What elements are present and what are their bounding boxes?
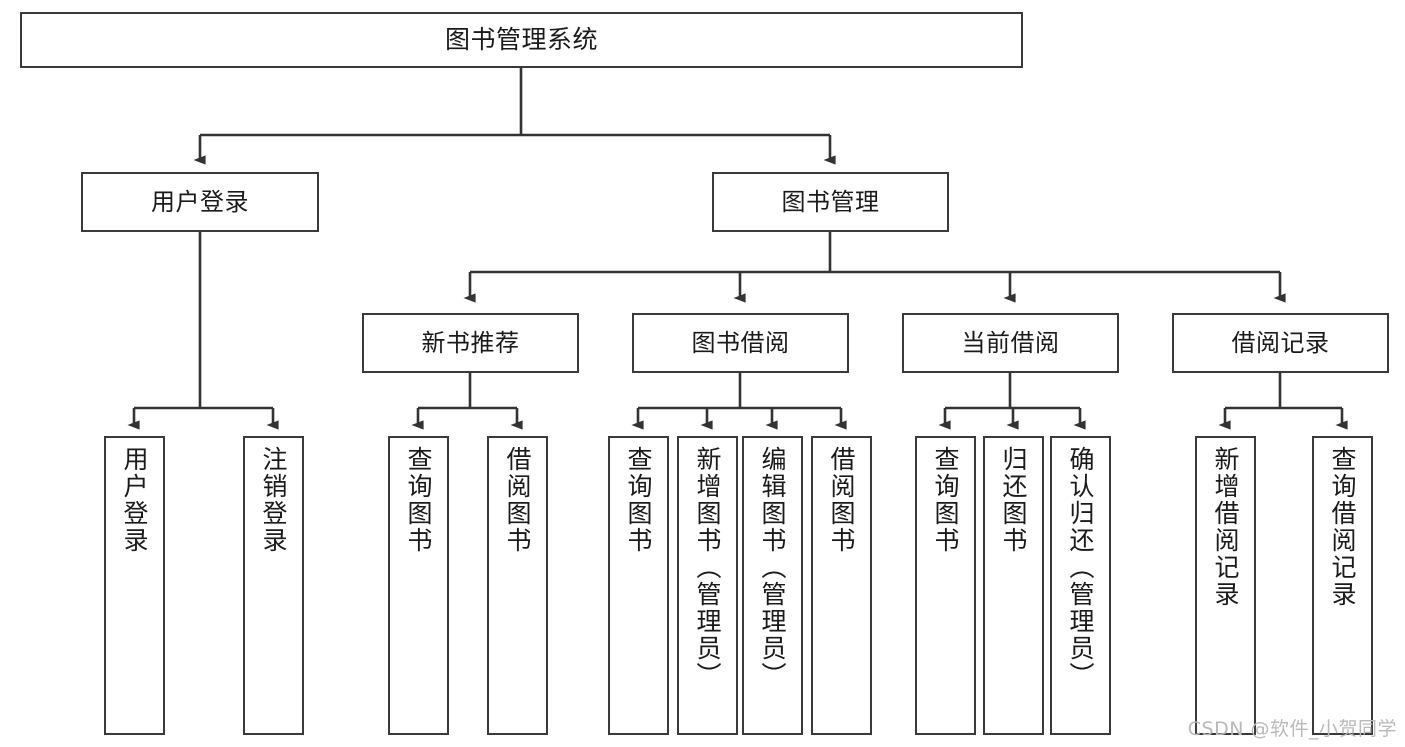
node-label: 借阅图书 <box>827 446 856 554</box>
node-label: 新书推荐 <box>421 328 520 357</box>
node-label: 当前借阅 <box>961 328 1060 357</box>
node-current-borrow[interactable]: 当前借阅 <box>902 313 1119 373</box>
node-label: 查询图书 <box>624 446 653 554</box>
leaf-record-add-record[interactable]: 新增借阅记录 <box>1195 436 1256 735</box>
node-label: 查询图书 <box>404 446 433 554</box>
node-label: 图书借阅 <box>691 328 790 357</box>
node-label: 注销登录 <box>259 446 288 554</box>
node-label: 图书管理 <box>781 187 880 216</box>
node-label: 用户登录 <box>120 446 149 554</box>
leaf-borrow-query-book[interactable]: 查询图书 <box>608 436 669 735</box>
leaf-borrow-add-book-admin[interactable]: 新增图书（管理员） <box>677 436 738 735</box>
leaf-current-return-book[interactable]: 归还图书 <box>983 436 1044 735</box>
node-borrow-record[interactable]: 借阅记录 <box>1172 313 1389 373</box>
leaf-current-confirm-return-admin[interactable]: 确认归还（管理员） <box>1050 436 1111 735</box>
node-label: 新增图书（管理员） <box>693 446 722 689</box>
node-book-management[interactable]: 图书管理 <box>712 172 949 232</box>
leaf-borrow-borrow-book[interactable]: 借阅图书 <box>811 436 872 735</box>
node-label: 用户登录 <box>151 187 249 216</box>
node-label: 查询图书 <box>931 446 960 554</box>
node-user-login[interactable]: 用户登录 <box>81 172 319 232</box>
watermark: CSDN @软件_小贺同学 <box>1187 718 1397 740</box>
leaf-borrow-edit-book-admin[interactable]: 编辑图书（管理员） <box>742 436 803 735</box>
node-label: 借阅图书 <box>503 446 532 554</box>
node-label: 图书管理系统 <box>444 25 598 54</box>
node-label: 借阅记录 <box>1231 328 1330 357</box>
node-label: 确认归还（管理员） <box>1066 446 1095 689</box>
leaf-current-query-book[interactable]: 查询图书 <box>915 436 976 735</box>
node-root-system[interactable]: 图书管理系统 <box>20 12 1023 68</box>
node-label: 归还图书 <box>999 446 1028 554</box>
leaf-recommend-borrow-book[interactable]: 借阅图书 <box>487 436 548 735</box>
leaf-user-login-login[interactable]: 用户登录 <box>104 436 165 735</box>
node-label: 查询借阅记录 <box>1328 446 1357 608</box>
node-label: 新增借阅记录 <box>1211 446 1240 608</box>
leaf-recommend-query-book[interactable]: 查询图书 <box>388 436 449 735</box>
node-book-borrow[interactable]: 图书借阅 <box>632 313 849 373</box>
node-new-book-recommend[interactable]: 新书推荐 <box>362 313 579 373</box>
leaf-record-query-record[interactable]: 查询借阅记录 <box>1312 436 1373 735</box>
node-label: 编辑图书（管理员） <box>758 446 787 689</box>
leaf-user-login-logout[interactable]: 注销登录 <box>243 436 304 735</box>
